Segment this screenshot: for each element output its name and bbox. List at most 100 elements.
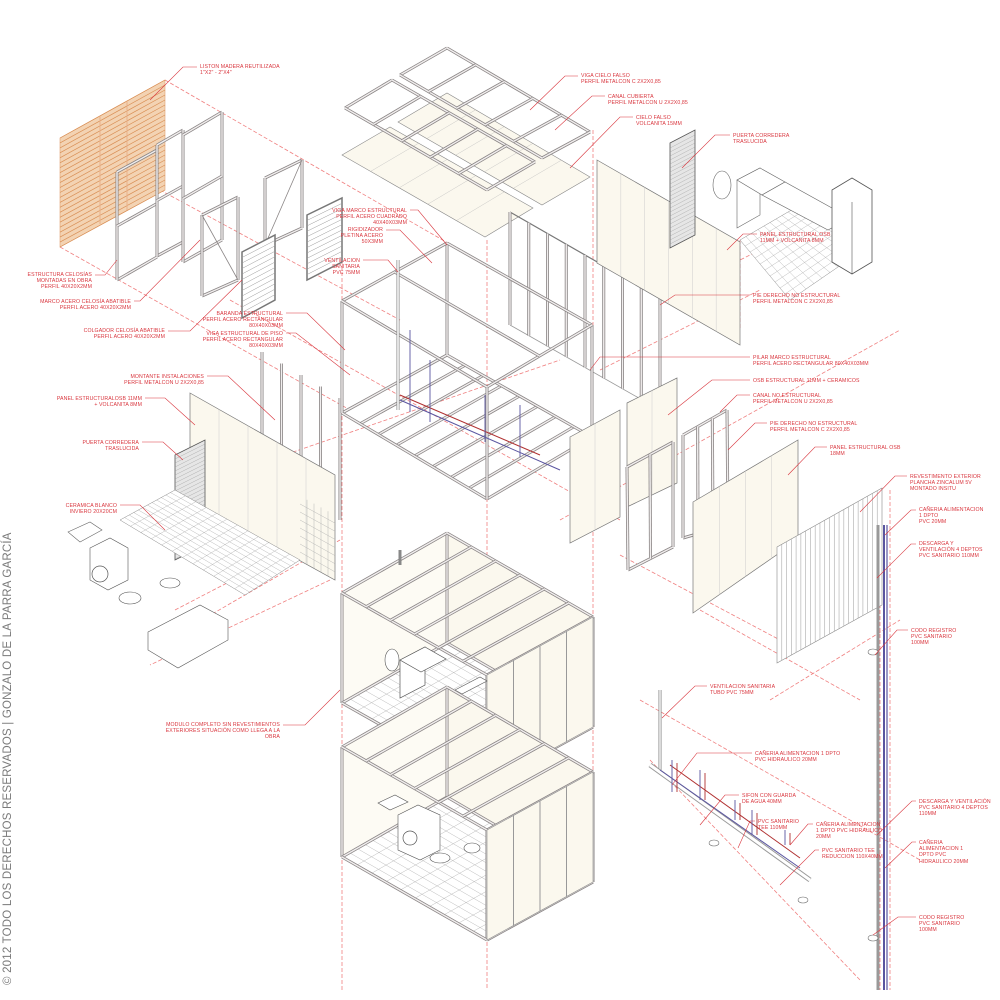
annotation-label: PIE DERECHO NO ESTRUCTURAL PERFIL METALC…	[770, 421, 858, 434]
annotation-label: SIFON CON GUARDA DE AGUA 40MM	[742, 793, 797, 806]
louver-blade	[306, 208, 343, 227]
leader-line	[286, 312, 346, 351]
louver-blade	[306, 256, 343, 275]
floor-frame-highlight	[341, 412, 488, 500]
louver-blade	[306, 203, 343, 221]
leader-line	[283, 689, 341, 726]
leader-line	[737, 820, 755, 849]
louver-blade	[241, 278, 276, 297]
leader-line	[134, 239, 201, 302]
back-walls	[508, 129, 873, 411]
ceiling-joist-highlight	[401, 112, 450, 142]
ceiling-frame-highlight	[446, 47, 591, 133]
wood-slat	[59, 124, 166, 183]
louver-blade	[241, 288, 276, 308]
annotation-label: CANAL CUBIERTA PERFIL METALCON U 2X2X0,8…	[608, 94, 688, 107]
leader-line	[876, 543, 916, 579]
louver-blade	[241, 245, 276, 264]
lattice-frame-crossbar-highlight	[182, 175, 223, 200]
annotation-label: CAÑERIA ALIMENTACION 1 DPTO PVC HIDRAULI…	[816, 822, 883, 841]
floor-frame-highlight	[341, 354, 448, 414]
wood-slat	[59, 129, 166, 188]
wood-slat	[59, 149, 166, 208]
gas-cylinder	[384, 648, 400, 672]
floor-beam-highlight	[377, 374, 484, 436]
door-hatch	[669, 194, 696, 209]
washing-machine	[397, 804, 441, 861]
annotation-label: MONTANTE INSTALACIONES PERFIL METALCON U…	[124, 374, 204, 387]
ceiling-joist-highlight	[429, 128, 479, 158]
floor-beam-highlight	[414, 395, 520, 457]
railing-beam-highlight	[394, 271, 540, 357]
annotation-label: CAÑERIA ALIMENTACION 1 DPTO PVC 20MM	[919, 507, 984, 526]
lattice-frame-crossbar-highlight	[116, 202, 158, 227]
wood-slat	[59, 154, 166, 213]
door-hatch	[174, 447, 206, 464]
ceiling-panel-joint	[513, 160, 562, 189]
annotation-label: CODO REGISTRO PVC SANITARIO 100MM	[919, 915, 965, 934]
hinged-frame-highlight	[201, 196, 239, 216]
elbow-cleanout	[867, 648, 879, 656]
wood-slat	[59, 179, 166, 238]
annotation-label: VENTILACION SANITARIA TUBO PVC 75MM	[710, 684, 776, 697]
floor-tile-line	[182, 524, 238, 558]
door-hatch	[669, 206, 696, 221]
door-hatch	[669, 186, 696, 201]
leader-line	[876, 800, 916, 836]
ceiling-frame-highlight	[541, 131, 591, 159]
annotation-label: PANEL ESTRUCTURALOSB 11MM + VOLCANITA 8M…	[56, 396, 142, 409]
hinged-frame-highlight	[201, 279, 239, 297]
washing-machine-door	[402, 830, 418, 846]
door-hatch	[669, 230, 696, 245]
wood-slat	[59, 109, 166, 169]
door-hatch	[669, 226, 696, 241]
roof-joist-highlight	[389, 714, 497, 776]
annotation-label: CAÑERIA ALIMENTACION 1 DPTO PVC HIDRAULI…	[919, 840, 969, 865]
door-mullion-highlight	[649, 454, 652, 559]
ceiling-frame-highlight	[399, 74, 543, 159]
ceiling-panel	[341, 126, 534, 238]
leader-line	[726, 233, 757, 251]
roof-joist-highlight	[438, 588, 545, 649]
floor-tile-line	[234, 553, 290, 589]
annotation-label: VIGA ESTRUCTURAL DE PISO PERFIL ACERO RE…	[202, 331, 283, 350]
annotation-label: PVC SANITARIO TEE REDUCCION 110X40MM	[822, 848, 883, 861]
ceiling-frame-highlight	[344, 79, 393, 109]
top-frame-beam-highlight	[341, 300, 488, 388]
annotation-label: CERAMICA BLANCO INVIERO 20X20CM	[65, 503, 117, 516]
leader-line	[207, 375, 276, 421]
roof-joist-highlight	[414, 574, 521, 635]
door-hatch	[669, 202, 696, 217]
door-hatch	[669, 198, 696, 213]
non-structural-stud-frame-highlight	[682, 409, 728, 436]
leader-line	[149, 66, 197, 101]
bathtub	[147, 604, 229, 669]
wood-slat	[59, 94, 166, 154]
copyright-credit: © 2012 TODO LOS DERECHOS RESERVADOS | GO…	[2, 532, 14, 985]
ceiling-joist-highlight	[373, 95, 421, 126]
lattice-frame-highlight	[116, 256, 158, 281]
leader-lines	[95, 66, 916, 936]
leader-line	[667, 379, 750, 416]
annotation-label: DESCARGA Y VENTILACIÓN PVC SANITARIO 4 D…	[919, 799, 991, 818]
toilet	[429, 852, 451, 864]
door-hatch	[174, 475, 206, 492]
wood-slat	[59, 79, 166, 139]
louver-blade	[306, 213, 343, 232]
leader-line	[661, 685, 707, 719]
drain-pipe	[399, 399, 561, 471]
gas-cylinder	[712, 170, 732, 200]
leader-line	[168, 279, 243, 332]
leader-line	[779, 849, 819, 886]
annotation-label: CAÑERIA ALIMENTACION 1 DPTO PVC HIDRAULI…	[755, 751, 841, 764]
door-hatch	[174, 463, 206, 480]
annotation-label: VIGA CIELO FALSO PERFIL METALCON C 2X2X0…	[581, 73, 661, 86]
louver-blade	[241, 261, 276, 280]
supply-pipe	[399, 394, 541, 456]
module-top-frame-highlight	[341, 532, 448, 594]
floor-tile-line	[171, 518, 228, 552]
wall-tile-line	[299, 543, 336, 564]
annotation-label: PUERTA CORREDERA TRASLUCIDA	[82, 440, 139, 453]
floor-tile-line	[130, 495, 186, 527]
